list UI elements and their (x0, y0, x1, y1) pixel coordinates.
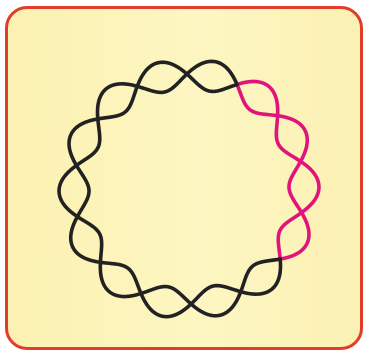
strand-segment (187, 74, 237, 91)
strand-segment (191, 286, 241, 304)
diagram-panel (5, 6, 363, 350)
strand-segment (76, 165, 89, 216)
strand-segment (69, 119, 98, 165)
highlighted-strand-segment (301, 161, 319, 212)
strand-segment (59, 165, 77, 216)
highlighted-strand-segment (289, 161, 302, 212)
ring-strands (59, 61, 319, 316)
strand-segment (137, 74, 187, 92)
highlighted-strand-segment (280, 213, 309, 260)
strand-segment (141, 287, 191, 304)
twisted-ring-diagram (8, 9, 360, 347)
